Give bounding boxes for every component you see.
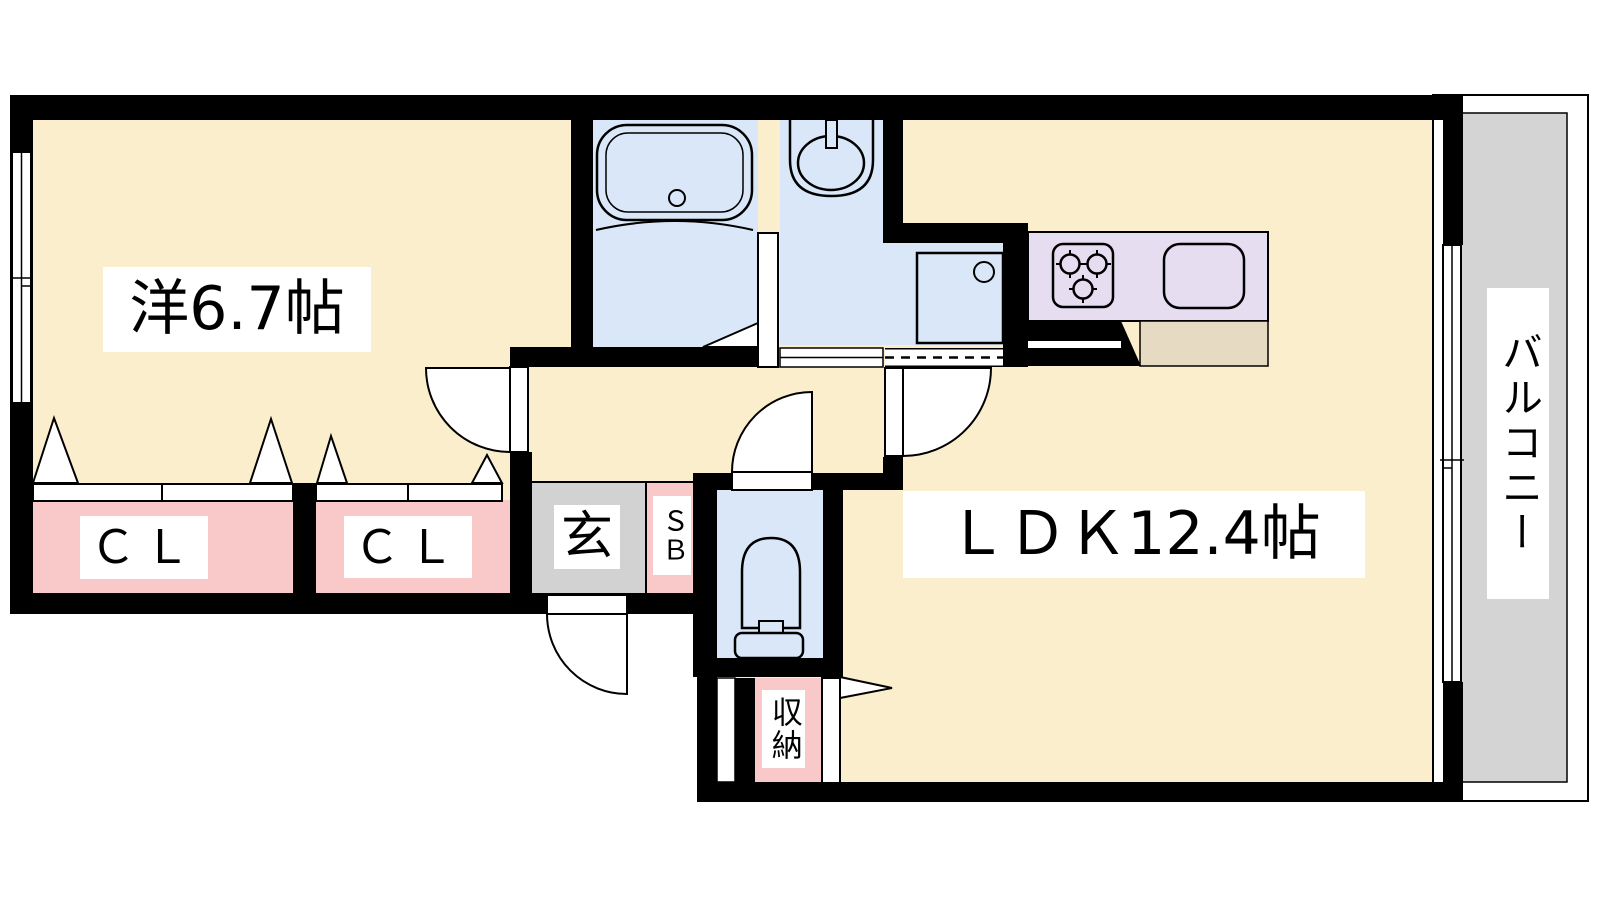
room-label-western: 洋6.7帖 — [103, 267, 371, 352]
door-toilet-icon — [730, 390, 813, 491]
wall-bottom-left — [10, 593, 717, 614]
wall-washroom-notch — [883, 223, 1028, 243]
room-label-ldk: ＬＤＫ12.4帖 — [903, 491, 1365, 578]
bathroom-floor — [593, 118, 758, 348]
wall-western-bath — [571, 118, 593, 347]
door-bathroom-folding-icon — [702, 232, 779, 368]
room-label-balcony: バルコニー — [1487, 288, 1549, 599]
room-label-storage: 収納 — [762, 690, 805, 768]
wall-storage-outer — [697, 677, 717, 782]
wall-closet-divider — [293, 483, 316, 613]
wall-toilet-south — [693, 658, 843, 677]
bathtub-icon — [595, 123, 754, 231]
door-entrance-icon — [545, 594, 628, 696]
window-western-icon — [11, 151, 32, 404]
kitchen-base-slot — [1028, 341, 1121, 348]
room-label-shoe-box: ＳＢ — [653, 496, 691, 575]
wall-top — [10, 95, 1463, 120]
wall-toilet-west — [693, 473, 717, 658]
wall-right-top — [1443, 110, 1463, 245]
closet-doors-icon — [31, 414, 504, 502]
gas-stove-icon — [1051, 242, 1115, 309]
open-counter-dashed-icon — [885, 348, 1003, 367]
wall-right-bottom — [1443, 682, 1463, 783]
washbasin-icon — [788, 116, 875, 198]
toilet-icon — [733, 536, 805, 660]
room-label-entrance: 玄 — [554, 505, 620, 569]
wall-bath-south — [510, 347, 758, 367]
door-ldk-icon — [884, 367, 993, 458]
washing-machine-pan-icon — [915, 251, 1005, 345]
room-label-closet-right: ＣＬ — [344, 516, 472, 578]
refrigerator-space — [1139, 320, 1269, 367]
door-western-icon — [424, 366, 529, 454]
window-balcony-icon — [1440, 244, 1464, 683]
wall-hall-entrance — [510, 452, 532, 613]
storage-door-icon — [716, 675, 893, 784]
wall-bottom-right — [697, 782, 1463, 802]
wall-storage-inner — [735, 678, 755, 782]
sliding-door-washroom-icon — [779, 347, 884, 368]
room-label-closet-left: ＣＬ — [80, 516, 208, 579]
wall-washroom-east — [883, 118, 903, 223]
wall-toilet-east — [823, 490, 843, 677]
kitchen-sink-icon — [1162, 242, 1246, 310]
